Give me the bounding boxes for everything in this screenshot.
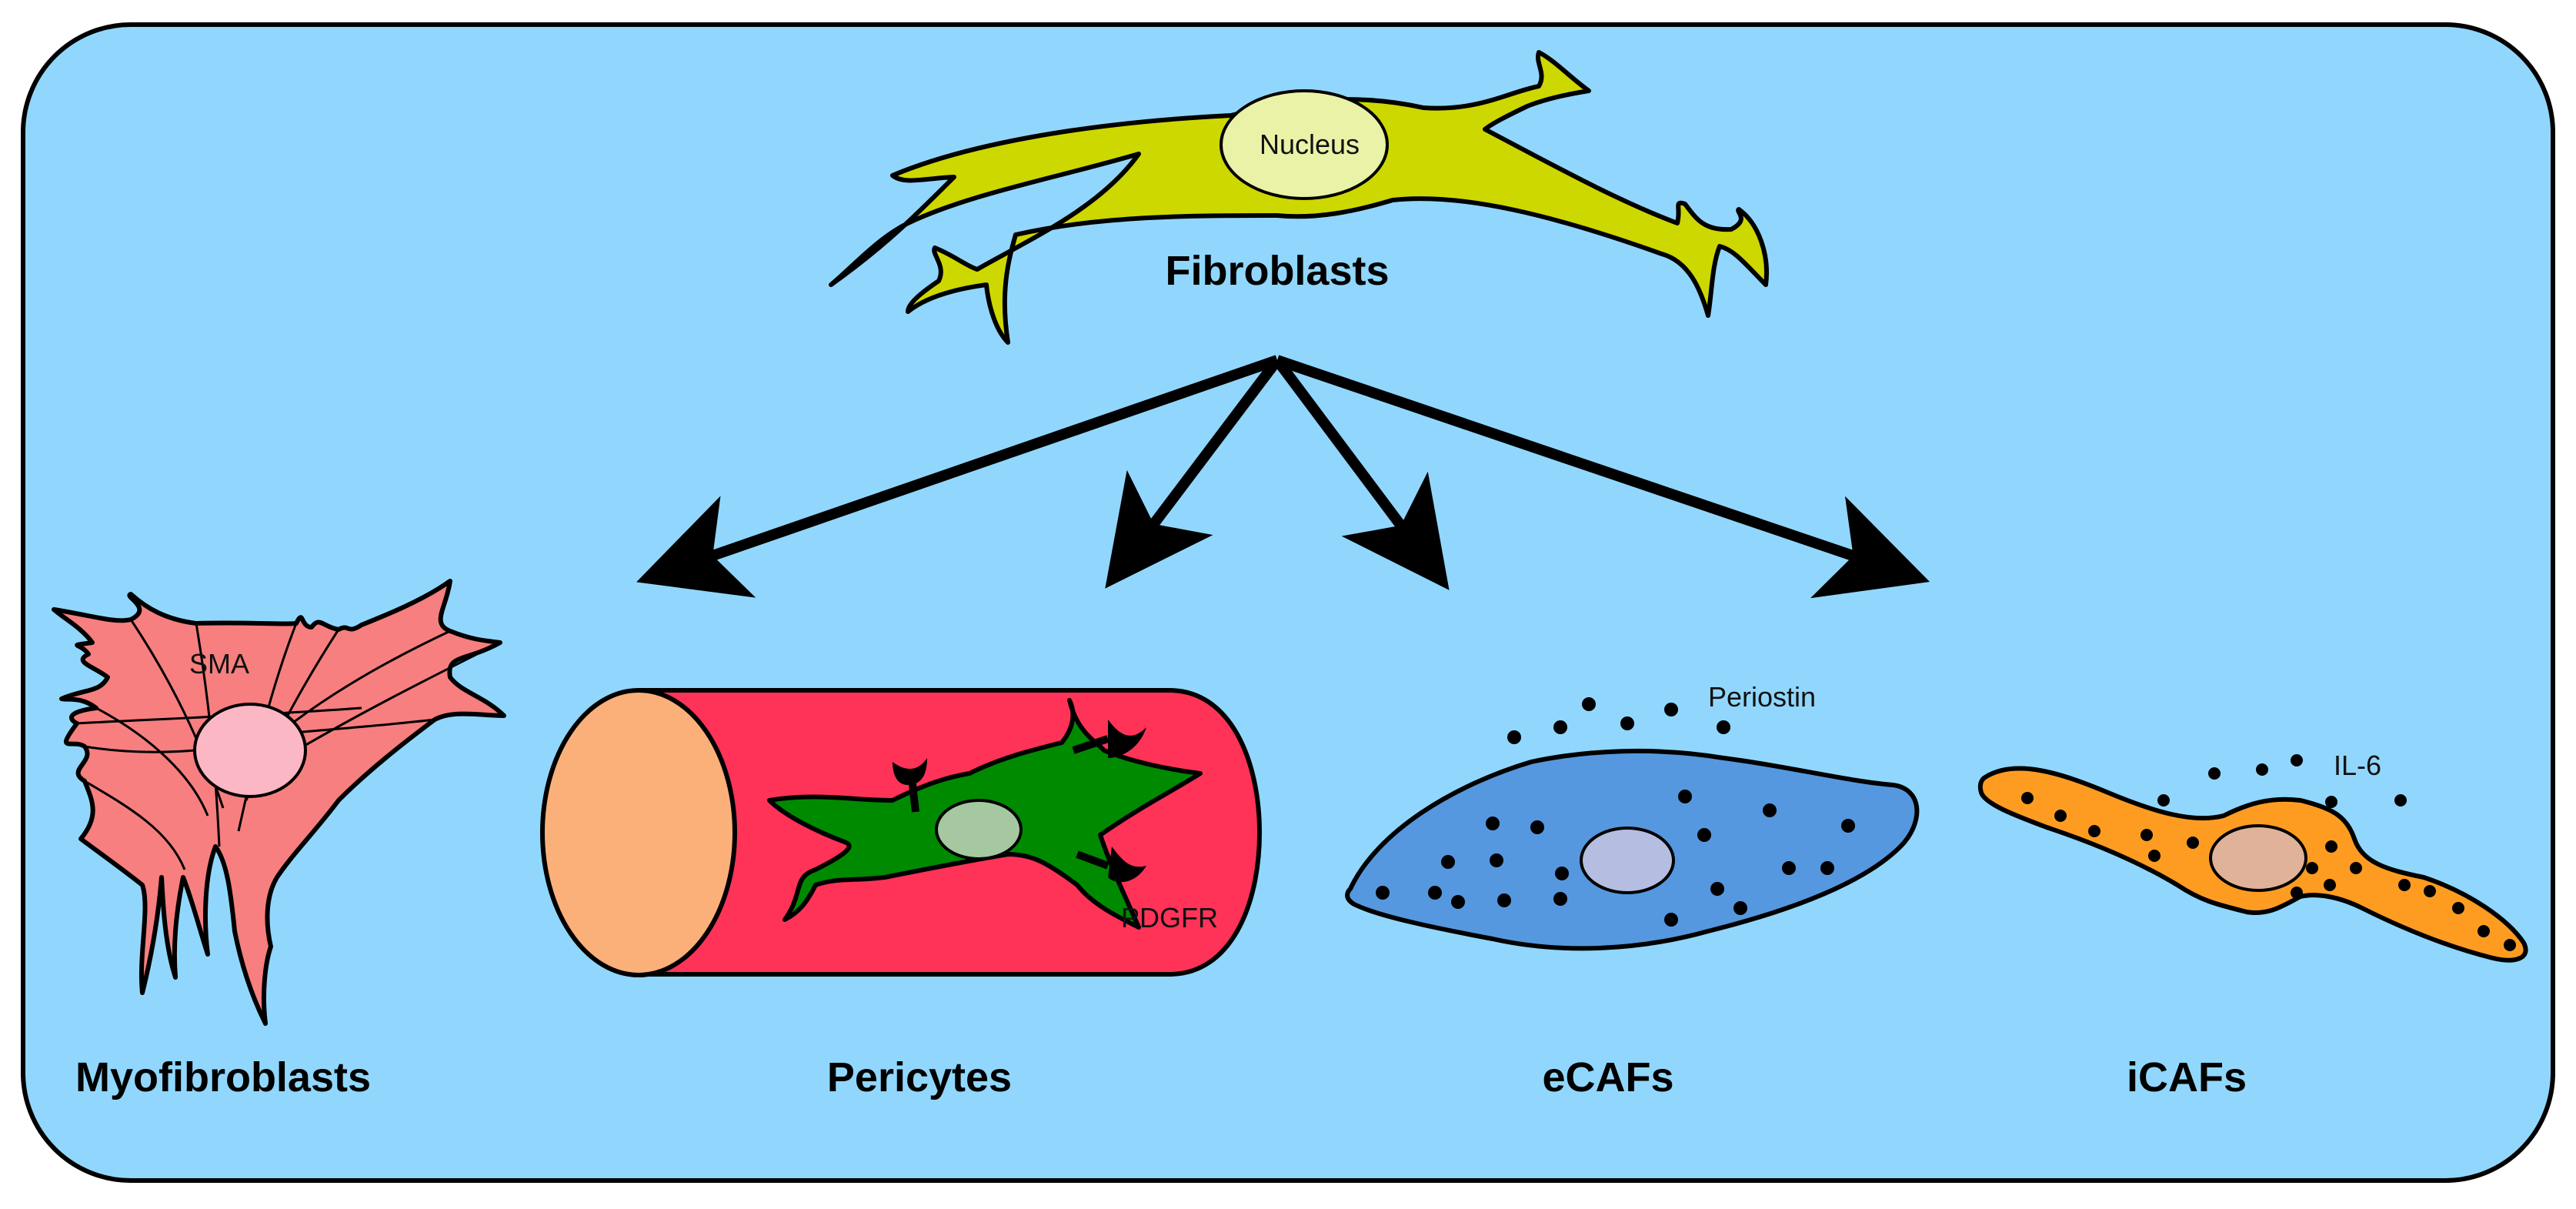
pdgfr-receptor-left <box>893 758 927 813</box>
pericyte-vessel: PDGFR <box>540 688 1262 977</box>
vessel-end <box>540 688 737 977</box>
sma-label: SMA <box>189 648 249 680</box>
ecaf-nucleus <box>1580 827 1675 894</box>
arrow-to-myofibroblasts <box>636 355 1280 598</box>
pericytes-title: Pericytes <box>827 1054 1012 1100</box>
periostin-label: Periostin <box>1708 681 1816 713</box>
periostin-dots <box>1507 697 1730 744</box>
ecafs-title: eCAFs <box>1542 1054 1673 1100</box>
ecaf-intracellular-dots <box>1376 790 1855 927</box>
fibroblast-nucleus <box>1220 89 1389 200</box>
icaf-cell: IL-6 <box>1977 750 2528 963</box>
icafs-title: iCAFs <box>2127 1054 2247 1100</box>
icaf-intracellular-dots <box>2021 792 2516 951</box>
pdgfr-receptor-right <box>1076 847 1146 883</box>
cell-type-titles: Myofibroblasts Pericytes eCAFs iCAFs <box>75 1054 2247 1100</box>
fibroblast-cell: Nucleus Fibroblasts <box>829 50 1769 345</box>
il6-label: IL-6 <box>2334 750 2381 781</box>
pdgfr-label: PDGFR <box>1121 902 1218 933</box>
il6-dots <box>2157 754 2407 808</box>
icaf-nucleus <box>2209 824 2307 892</box>
arrows <box>636 355 1930 599</box>
pericyte-nucleus <box>935 799 1023 860</box>
myofibroblasts-title: Myofibroblasts <box>75 1054 371 1100</box>
arrow-to-icafs <box>1275 355 1930 599</box>
myofibroblast-cell: SMA <box>52 579 506 1026</box>
myofibroblast-nucleus <box>193 703 307 798</box>
fibroblasts-title: Fibroblasts <box>1165 248 1389 294</box>
ecaf-cell: Periostin <box>1345 681 1920 951</box>
nucleus-label: Nucleus <box>1260 129 1360 160</box>
arrow-to-pericytes <box>1105 356 1282 589</box>
pdgfr-receptor-top <box>1072 720 1146 758</box>
arrow-to-ecafs <box>1273 356 1450 590</box>
